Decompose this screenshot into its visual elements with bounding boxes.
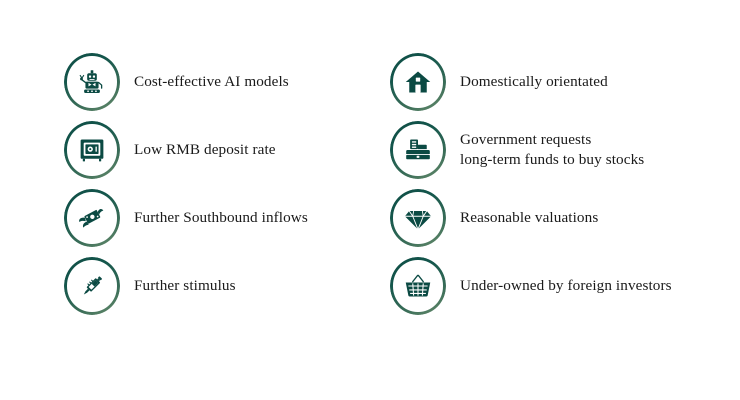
list-item: Low RMB deposit rate bbox=[64, 116, 390, 184]
icon-label-grid: Cost-effective AI models Domestically or… bbox=[64, 48, 724, 320]
list-item-label: Domestically orientated bbox=[460, 72, 608, 90]
list-item-label: Further Southbound inflows bbox=[134, 208, 308, 226]
list-item: Government requests long-term funds to b… bbox=[390, 116, 716, 184]
list-item-label: Cost-effective AI models bbox=[134, 72, 289, 90]
list-item-label: Further stimulus bbox=[134, 276, 236, 294]
diamond-icon bbox=[390, 189, 446, 247]
list-item-label: Government requests long-term funds to b… bbox=[460, 130, 645, 168]
robot-icon bbox=[64, 53, 120, 111]
list-item-label: Reasonable valuations bbox=[460, 208, 599, 226]
list-item-label: Under-owned by foreign investors bbox=[460, 276, 672, 294]
flying-money-icon-row: Further Southbound inflows bbox=[64, 184, 390, 252]
list-item: Reasonable valuations bbox=[390, 184, 716, 252]
list-item: Domestically orientated bbox=[390, 48, 716, 116]
safe-vault-icon bbox=[64, 121, 120, 179]
list-item-label: Low RMB deposit rate bbox=[134, 140, 276, 158]
house-icon bbox=[390, 53, 446, 111]
cash-register-icon bbox=[390, 121, 446, 179]
syringe-icon bbox=[64, 257, 120, 315]
list-item: Cost-effective AI models bbox=[64, 48, 390, 116]
flying-money-icon bbox=[64, 189, 120, 247]
shopping-basket-icon bbox=[390, 257, 446, 315]
list-item: Under-owned by foreign investors bbox=[390, 252, 716, 320]
list-item: Further stimulus bbox=[64, 252, 390, 320]
